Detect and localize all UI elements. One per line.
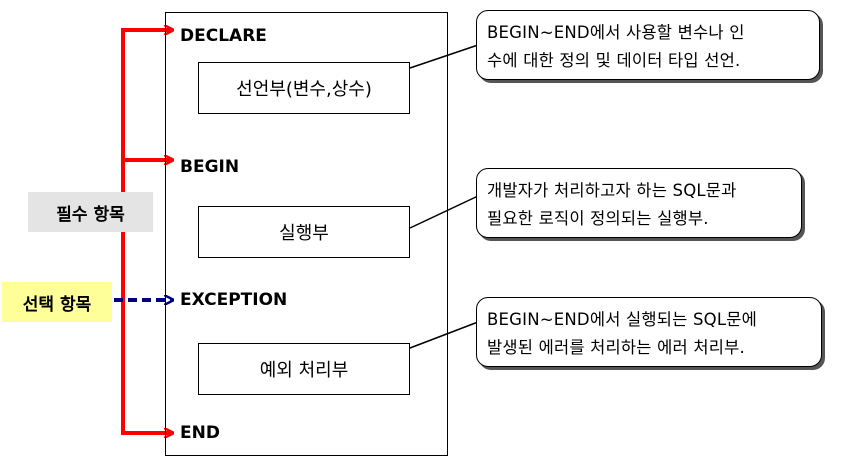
declare-section-box: 선언부(변수,상수) — [198, 62, 410, 114]
connector-declare — [409, 44, 479, 69]
callout-line: 필요한 로직이 정의되는 실행부. — [487, 209, 709, 228]
callout-line: BEGIN~END에서 실행되는 SQL문에 — [487, 310, 758, 329]
section-declare: DECLARE — [180, 26, 267, 46]
callout-line: 발생된 에러를 처리하는 에러 처리부. — [487, 338, 745, 357]
exception-callout: BEGIN~END에서 실행되는 SQL문에 발생된 에러를 처리하는 에러 처… — [476, 297, 822, 367]
plsql-block — [165, 12, 448, 456]
section-exception: EXCEPTION — [180, 290, 288, 310]
callout-line: 수에 대한 정의 및 데이터 타입 선언. — [487, 51, 741, 70]
declare-callout: BEGIN~END에서 사용할 변수나 인 수에 대한 정의 및 데이터 타입 … — [476, 10, 820, 80]
execution-section-box: 실행부 — [198, 206, 410, 258]
connector-exception — [409, 321, 479, 349]
begin-callout: 개발자가 처리하고자 하는 SQL문과 필요한 로직이 정의되는 실행부. — [476, 168, 802, 238]
connector-begin — [409, 195, 479, 229]
required-items-tag: 필수 항목 — [28, 192, 153, 232]
optional-items-tag: 선택 항목 — [2, 282, 112, 322]
callout-line: 개발자가 처리하고자 하는 SQL문과 — [487, 181, 737, 200]
section-begin: BEGIN — [180, 157, 240, 177]
exception-section-box: 예외 처리부 — [198, 343, 410, 395]
callout-line: BEGIN~END에서 사용할 변수나 인 — [487, 23, 745, 42]
section-end: END — [180, 423, 220, 443]
